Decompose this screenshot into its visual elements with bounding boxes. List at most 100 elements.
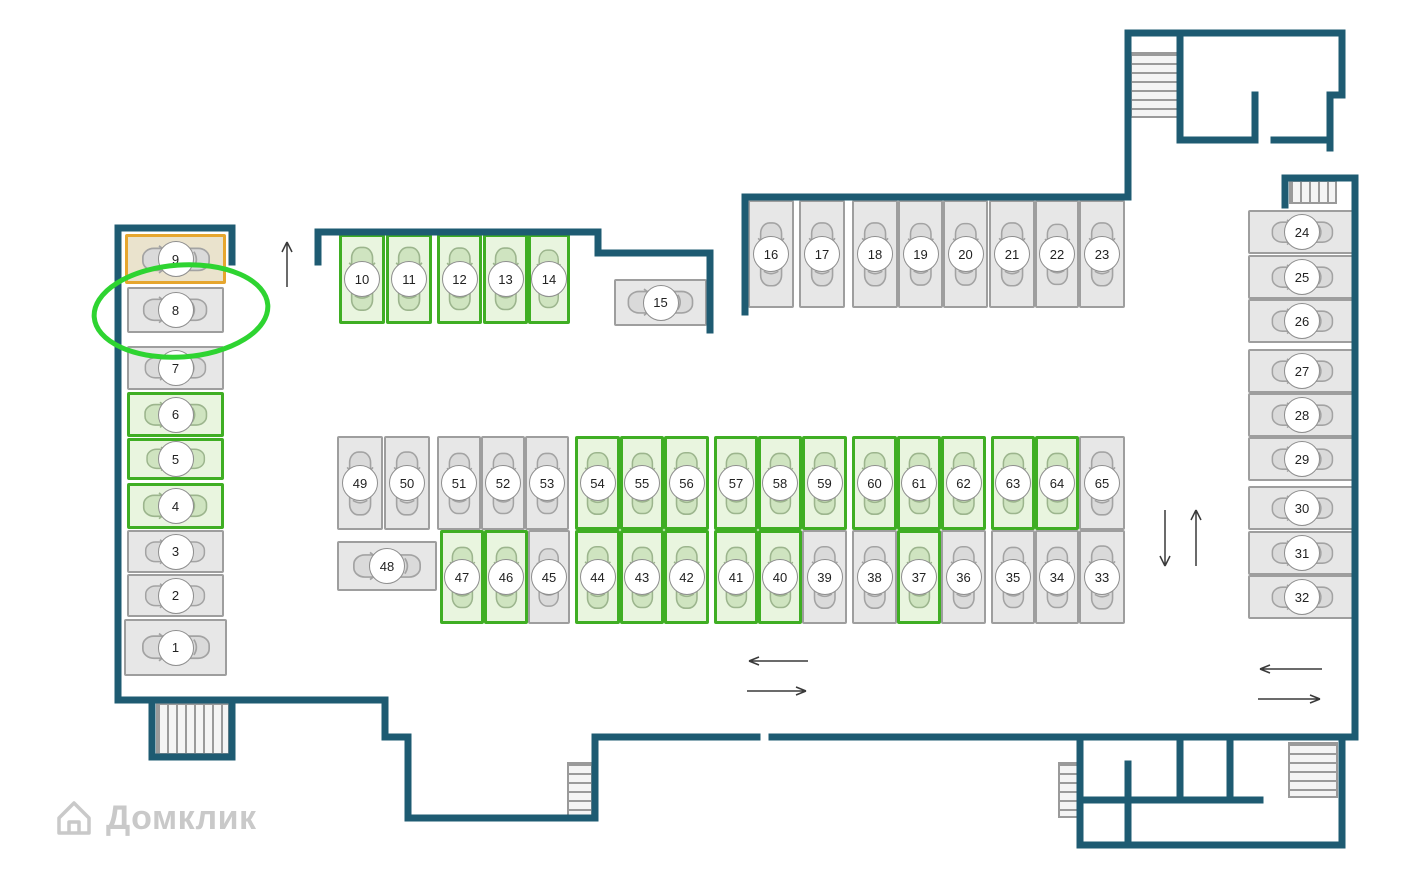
space-number: 25: [1284, 259, 1320, 295]
parking-space-1[interactable]: 1: [124, 619, 227, 676]
parking-space-12[interactable]: 12: [437, 234, 482, 324]
parking-space-47[interactable]: 47: [440, 530, 484, 624]
parking-space-31[interactable]: 31: [1248, 531, 1356, 575]
space-number: 24: [1284, 214, 1320, 250]
parking-space-11[interactable]: 11: [386, 234, 432, 324]
parking-space-9[interactable]: 9: [125, 234, 226, 284]
space-number: 65: [1084, 465, 1120, 501]
parking-space-44[interactable]: 44: [575, 530, 620, 624]
space-number: 2: [157, 577, 194, 614]
space-number: 54: [579, 465, 616, 501]
space-number: 43: [624, 559, 660, 595]
parking-space-34[interactable]: 34: [1035, 530, 1079, 624]
parking-space-4[interactable]: 4: [127, 483, 224, 529]
parking-space-59[interactable]: 59: [802, 436, 847, 530]
space-number: 32: [1284, 579, 1320, 615]
parking-space-22[interactable]: 22: [1035, 200, 1079, 308]
parking-space-13[interactable]: 13: [483, 234, 528, 324]
space-number: 20: [947, 236, 984, 272]
parking-space-10[interactable]: 10: [339, 234, 385, 324]
parking-space-43[interactable]: 43: [620, 530, 664, 624]
space-number: 61: [901, 465, 937, 501]
parking-space-18[interactable]: 18: [852, 200, 898, 308]
space-number: 9: [157, 241, 194, 277]
parking-space-56[interactable]: 56: [664, 436, 709, 530]
space-number: 58: [762, 465, 798, 501]
parking-space-63[interactable]: 63: [991, 436, 1035, 530]
space-number: 62: [945, 465, 982, 501]
parking-space-15[interactable]: 15: [614, 279, 707, 326]
parking-space-33[interactable]: 33: [1079, 530, 1125, 624]
parking-space-27[interactable]: 27: [1248, 349, 1356, 393]
parking-space-16[interactable]: 16: [748, 200, 794, 308]
space-number: 3: [157, 533, 194, 570]
parking-space-40[interactable]: 40: [758, 530, 802, 624]
parking-space-6[interactable]: 6: [127, 392, 224, 437]
stairs-icon: [567, 762, 593, 817]
space-number: 15: [642, 284, 679, 321]
parking-space-2[interactable]: 2: [127, 574, 224, 617]
parking-space-62[interactable]: 62: [941, 436, 986, 530]
parking-space-8[interactable]: 8: [127, 287, 224, 333]
parking-space-23[interactable]: 23: [1079, 200, 1125, 308]
space-number: 4: [157, 488, 194, 524]
parking-space-26[interactable]: 26: [1248, 299, 1356, 343]
stairs-icon: [156, 703, 230, 755]
parking-space-14[interactable]: 14: [528, 234, 570, 324]
parking-space-50[interactable]: 50: [384, 436, 430, 530]
parking-space-65[interactable]: 65: [1079, 436, 1125, 530]
parking-space-38[interactable]: 38: [852, 530, 897, 624]
parking-space-36[interactable]: 36: [941, 530, 986, 624]
parking-space-25[interactable]: 25: [1248, 255, 1356, 299]
parking-space-55[interactable]: 55: [620, 436, 664, 530]
parking-space-37[interactable]: 37: [897, 530, 941, 624]
stairs-icon: [1058, 762, 1082, 818]
parking-space-29[interactable]: 29: [1248, 437, 1356, 481]
parking-space-32[interactable]: 32: [1248, 575, 1356, 619]
parking-space-28[interactable]: 28: [1248, 393, 1356, 437]
parking-space-49[interactable]: 49: [337, 436, 383, 530]
space-number: 38: [856, 559, 893, 595]
parking-space-52[interactable]: 52: [481, 436, 525, 530]
parking-space-58[interactable]: 58: [758, 436, 802, 530]
parking-space-5[interactable]: 5: [127, 438, 224, 480]
parking-space-51[interactable]: 51: [437, 436, 481, 530]
parking-space-20[interactable]: 20: [943, 200, 988, 308]
parking-space-3[interactable]: 3: [127, 530, 224, 573]
space-number: 26: [1284, 303, 1320, 339]
stairs-icon: [1289, 180, 1337, 204]
space-number: 21: [994, 236, 1030, 272]
space-number: 30: [1284, 490, 1320, 526]
space-number: 51: [441, 465, 477, 501]
parking-space-7[interactable]: 7: [127, 346, 224, 390]
parking-space-48[interactable]: 48: [337, 541, 437, 591]
space-number: 1: [157, 629, 194, 666]
parking-space-61[interactable]: 61: [897, 436, 941, 530]
space-number: 55: [624, 465, 660, 501]
parking-space-19[interactable]: 19: [898, 200, 943, 308]
space-number: 29: [1284, 441, 1320, 477]
space-number: 47: [444, 559, 480, 595]
parking-space-45[interactable]: 45: [528, 530, 570, 624]
parking-space-54[interactable]: 54: [575, 436, 620, 530]
space-number: 14: [531, 261, 567, 297]
space-number: 19: [902, 236, 939, 272]
space-number: 53: [529, 465, 565, 501]
stairs-icon: [1130, 52, 1180, 118]
parking-space-42[interactable]: 42: [664, 530, 709, 624]
parking-space-30[interactable]: 30: [1248, 486, 1356, 530]
domclick-logo-icon: [57, 801, 91, 835]
parking-space-39[interactable]: 39: [802, 530, 847, 624]
parking-space-41[interactable]: 41: [714, 530, 758, 624]
parking-space-64[interactable]: 64: [1035, 436, 1079, 530]
parking-space-57[interactable]: 57: [714, 436, 758, 530]
parking-space-60[interactable]: 60: [852, 436, 897, 530]
space-number: 60: [856, 465, 893, 501]
parking-space-21[interactable]: 21: [989, 200, 1035, 308]
parking-space-46[interactable]: 46: [484, 530, 528, 624]
space-number: 41: [718, 559, 754, 595]
parking-space-35[interactable]: 35: [991, 530, 1035, 624]
parking-space-24[interactable]: 24: [1248, 210, 1356, 254]
parking-space-17[interactable]: 17: [799, 200, 845, 308]
parking-space-53[interactable]: 53: [525, 436, 569, 530]
